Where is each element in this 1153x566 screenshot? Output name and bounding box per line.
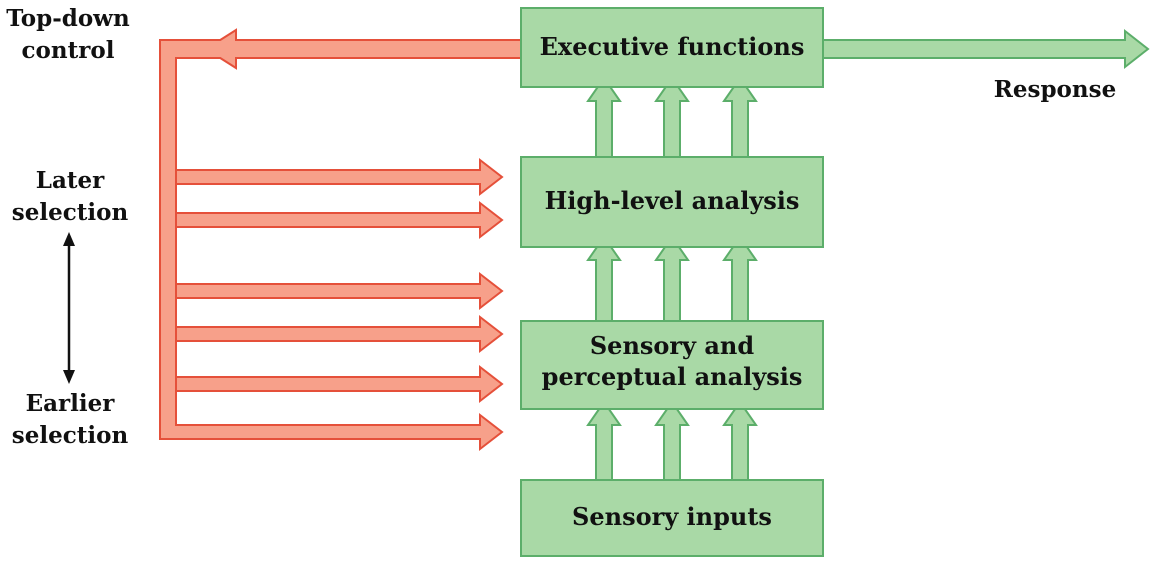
branch-arrow-5 <box>175 364 504 404</box>
up-arrow <box>586 400 622 481</box>
sensory-inputs-label: Sensory inputs <box>572 502 772 531</box>
top-down-trunk <box>159 39 523 433</box>
up-arrow <box>722 235 758 322</box>
sensory-perceptual-label-line1: Sensory and <box>590 331 755 360</box>
branch-arrow-3 <box>175 271 504 311</box>
up-arrow <box>654 400 690 481</box>
up-arrow <box>654 235 690 322</box>
high-level-analysis-box <box>520 156 824 248</box>
executive-functions-box <box>520 7 824 88</box>
processing-boxes <box>520 7 824 557</box>
branch-arrow-6 <box>159 412 504 452</box>
up-arrow <box>586 76 622 158</box>
later-selection-label-line2: selection <box>12 199 129 226</box>
sensory-perceptual-box <box>520 320 824 410</box>
later-selection-label-line1: Later <box>36 167 105 194</box>
top-down-control-label-line2: control <box>22 37 115 64</box>
up-arrow <box>654 76 690 158</box>
upward-arrows <box>586 76 758 481</box>
sensory-inputs-box <box>520 479 824 557</box>
top-down-control-label-line1: Top-down <box>6 5 130 32</box>
earlier-selection-label-line1: Earlier <box>26 390 116 417</box>
branch-arrow-4 <box>175 314 504 354</box>
response-label: Response <box>994 76 1116 103</box>
up-arrow <box>722 76 758 158</box>
response-arrow <box>821 28 1150 70</box>
sensory-perceptual-label-line2: perceptual analysis <box>542 362 803 391</box>
selection-axis-arrow <box>63 232 75 384</box>
high-level-analysis-label: High-level analysis <box>545 186 800 215</box>
branch-arrow-1 <box>175 157 504 197</box>
earlier-selection-label-line2: selection <box>12 422 129 449</box>
up-arrow <box>586 235 622 322</box>
branch-arrow-2 <box>175 200 504 240</box>
up-arrow <box>722 400 758 481</box>
top-down-control-arrows <box>159 28 523 452</box>
executive-functions-label: Executive functions <box>540 32 805 61</box>
